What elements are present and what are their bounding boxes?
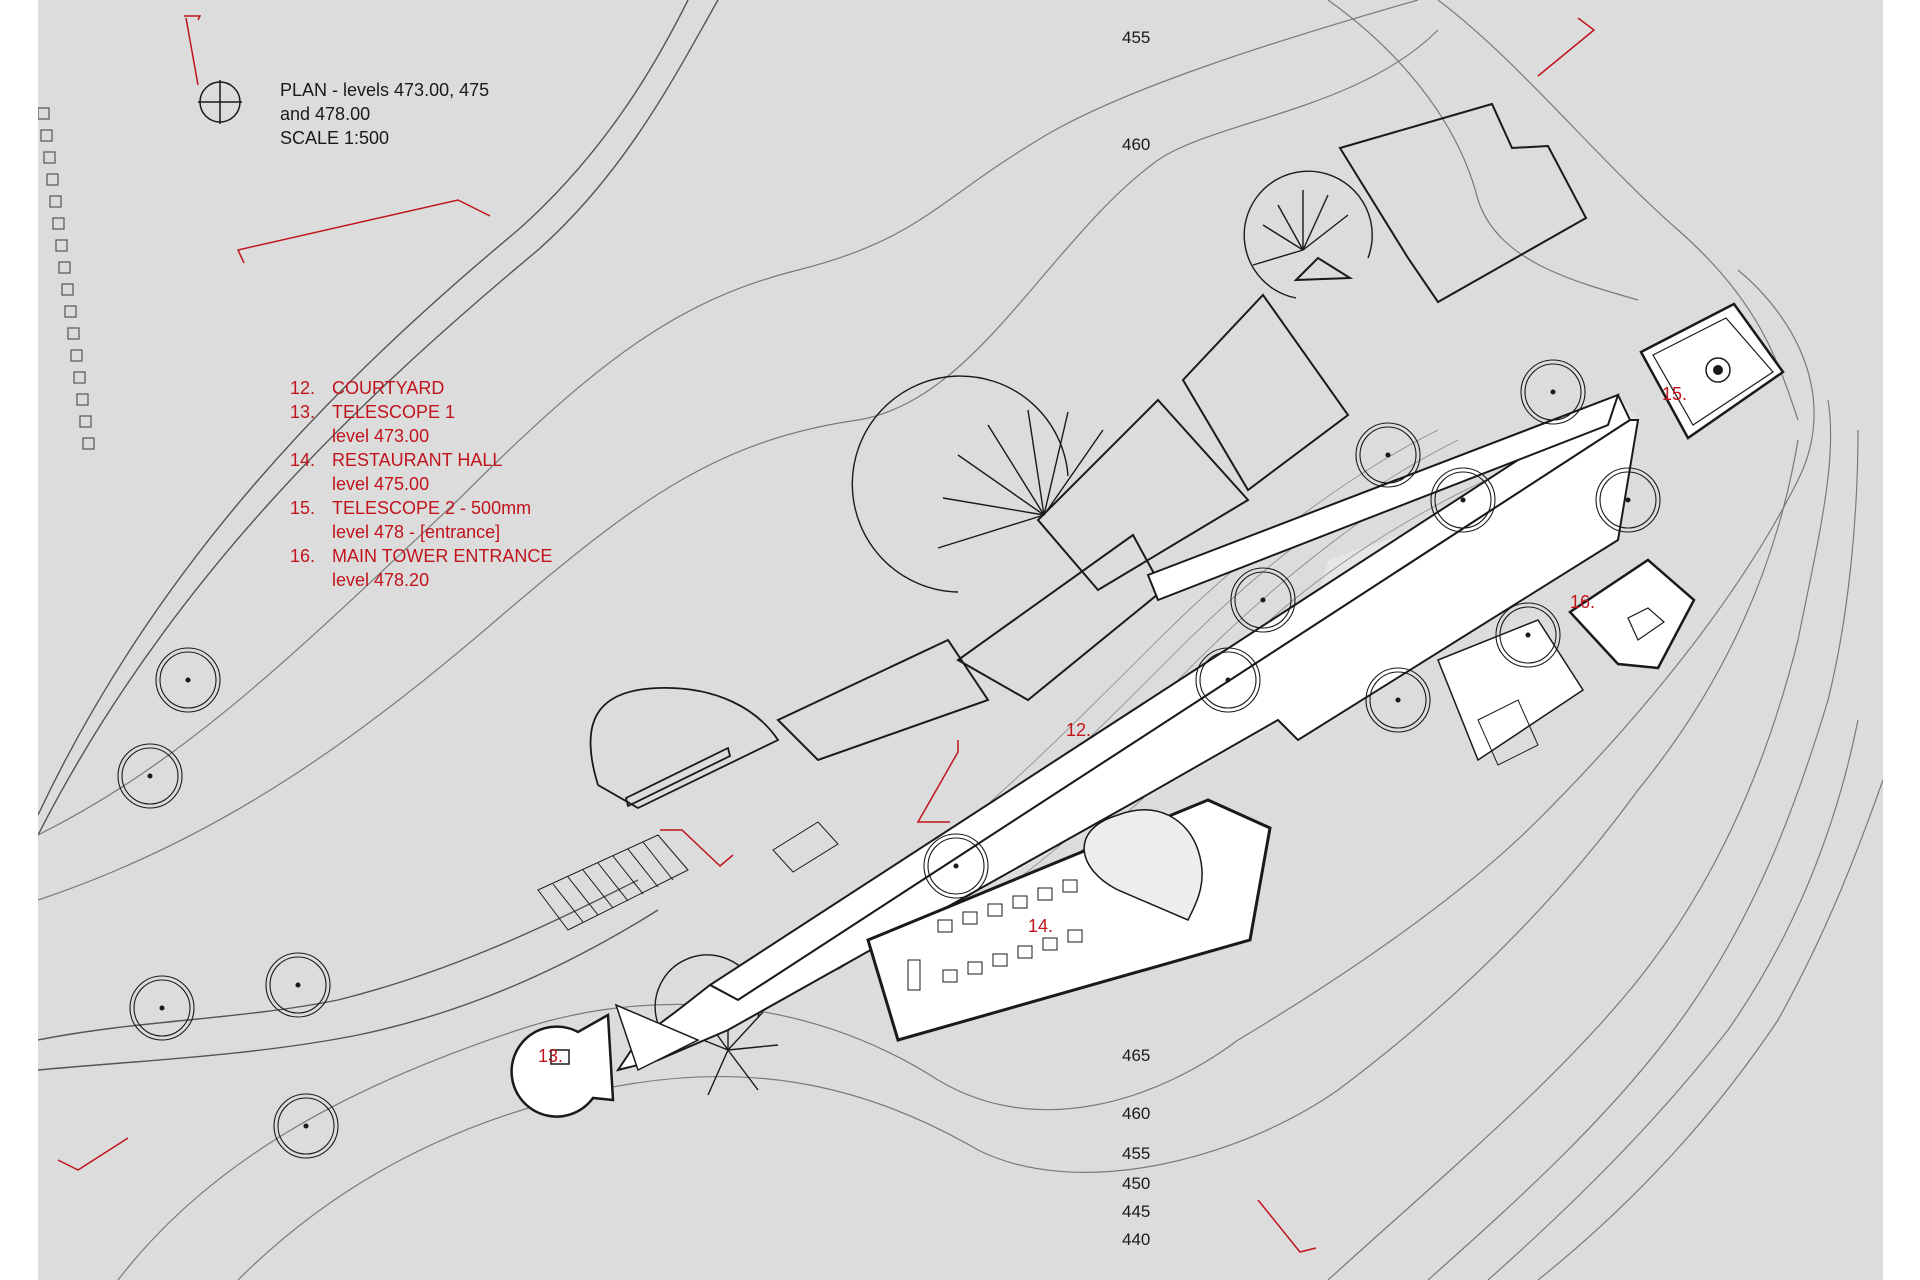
parking-stalls	[38, 107, 95, 450]
plan-title-cont: and 478.00	[280, 104, 371, 124]
entrance-stairs	[537, 699, 1539, 931]
existing-buildings	[776, 102, 1588, 762]
access-road	[38, 0, 719, 1071]
legend-item: 16. MAIN TOWER ENTRANCE	[290, 546, 553, 566]
legend-item: 13. TELESCOPE 1	[290, 402, 456, 422]
title-block: PLAN - levels 473.00, 475 and 478.00 SCA…	[280, 78, 489, 150]
elevation-label: 455	[1122, 1144, 1151, 1163]
area-tag-courtyard: 12.	[1066, 720, 1092, 740]
walkways	[615, 393, 1640, 1072]
elevation-label: 460	[1122, 1104, 1151, 1123]
main-tower	[1437, 558, 1696, 762]
legend-sub: level 478 - [entrance]	[332, 522, 501, 542]
area-tag-telescope-1: 13.	[538, 1046, 564, 1066]
legend-sub: level 473.00	[332, 426, 430, 446]
area-tag-telescope-2: 15.	[1662, 384, 1688, 404]
area-tag-restaurant: 14.	[1028, 916, 1054, 936]
spiral-stair-icon	[654, 170, 1373, 1096]
section-marker-icon	[57, 15, 1596, 1253]
elevation-label: 440	[1122, 1230, 1151, 1249]
elevation-label: 450	[1122, 1174, 1151, 1193]
amphitheatre	[589, 687, 780, 810]
elevation-label: 445	[1122, 1202, 1151, 1221]
area-tag-main-tower: 16.	[1570, 592, 1596, 612]
tree-symbol-icon	[117, 359, 1661, 1159]
legend-item: 14. RESTAURANT HALL	[290, 450, 503, 470]
elevation-label: 460	[1122, 135, 1151, 154]
elevation-label: 465	[1122, 1046, 1151, 1065]
legend-item: 15. TELESCOPE 2 - 500mm	[290, 498, 532, 518]
legend-item: 12. COURTYARD	[290, 378, 445, 398]
restaurant-hall	[866, 798, 1272, 1042]
north-arrow-icon	[198, 80, 242, 124]
telescope-2-tower	[1639, 302, 1785, 440]
legend-sub: level 475.00	[332, 474, 430, 494]
plan-title: PLAN - levels 473.00, 475	[280, 80, 490, 100]
site-plan-drawing	[38, 0, 1883, 1280]
plan-scale: SCALE 1:500	[280, 128, 390, 148]
legend-sub: level 478.20	[332, 570, 430, 590]
elevation-label: 455	[1122, 28, 1151, 47]
telescope-1-tower	[510, 1003, 700, 1118]
site-plan-sheet: PLAN - levels 473.00, 475 and 478.00 SCA…	[38, 0, 1883, 1280]
legend: 12. COURTYARD 13. TELESCOPE 1 level 473.…	[290, 376, 552, 592]
